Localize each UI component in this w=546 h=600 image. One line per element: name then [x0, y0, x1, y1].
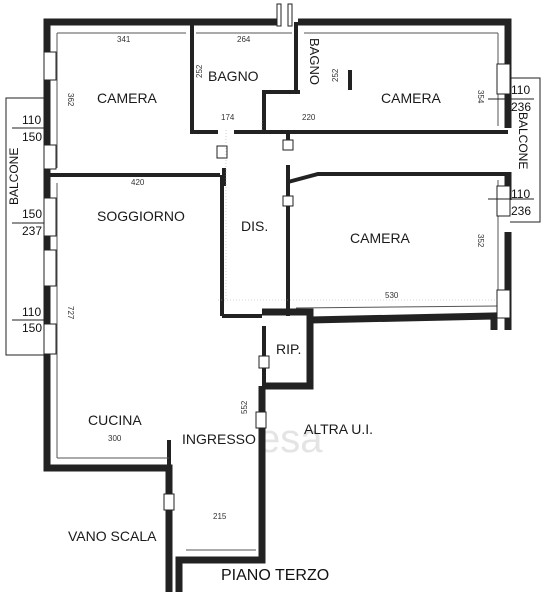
balcony-dim-top: 110 [511, 187, 530, 201]
dimension-label: 252 [195, 64, 204, 78]
dimension-label: 362 [66, 93, 75, 107]
balcony-dim-bottom: 237 [22, 224, 42, 238]
dimension-label: 352 [476, 234, 485, 248]
room-label-camera-e: CAMERA [350, 230, 411, 246]
windows [43, 3, 511, 511]
room-label-dis: DIS. [241, 218, 268, 234]
balcony-left-label: BALCONE [7, 148, 21, 205]
label-vano-scala: VANO SCALA [68, 528, 157, 544]
dimension-label: 264 [237, 35, 251, 44]
dimension-label: 530 [385, 291, 399, 300]
plan-title: PIANO TERZO [221, 567, 329, 584]
guide-lines [218, 120, 498, 301]
balcony-right-label: BALCONE [516, 112, 530, 169]
room-label-bagno-small: BAGNO [307, 38, 322, 85]
door-marks [222, 70, 352, 186]
inner-walls [47, 22, 508, 468]
dimension-label: 215 [213, 512, 227, 521]
dimension-label: 354 [476, 90, 485, 104]
dimension-label: 300 [108, 434, 122, 443]
dimension-label: 174 [221, 113, 235, 122]
room-label-altra-ui: ALTRA U.I. [304, 421, 373, 437]
balcony-right: BALCONE 110 236 110 236 [488, 77, 541, 223]
dimension-label: 252 [331, 68, 340, 82]
room-label-bagno: BAGNO [208, 68, 259, 84]
balcony-dim-top: 110 [22, 305, 41, 319]
dimension-label: 220 [302, 113, 316, 122]
balcony-dim-bottom: 150 [22, 321, 42, 335]
room-label-rip: RIP. [276, 341, 301, 357]
balcony-dim-top: 110 [22, 113, 41, 127]
room-label-soggiorno: SOGGIORNO [97, 208, 185, 224]
balcony-dim-bottom: 236 [511, 204, 531, 218]
wall-linings [56, 32, 499, 551]
room-label-camera-nw: CAMERA [97, 90, 158, 106]
balcony-dim-bottom: 236 [511, 100, 531, 114]
dimension-label: 727 [66, 306, 75, 320]
dimension-label: 420 [131, 178, 145, 187]
balcony-dim-bottom: 150 [22, 130, 42, 144]
balcony-left: BALCONE 110 150 150 237 110 150 [5, 97, 44, 356]
watermark: esa [258, 417, 323, 461]
dimension-label: 552 [240, 400, 249, 414]
balcony-dim-top: 150 [22, 207, 42, 221]
dimension-label: 341 [117, 35, 131, 44]
room-label-ingresso: INGRESSO [182, 431, 256, 447]
room-label-camera-ne: CAMERA [381, 90, 442, 106]
balcony-dim-top: 110 [511, 83, 530, 97]
room-label-cucina: CUCINA [88, 412, 142, 428]
